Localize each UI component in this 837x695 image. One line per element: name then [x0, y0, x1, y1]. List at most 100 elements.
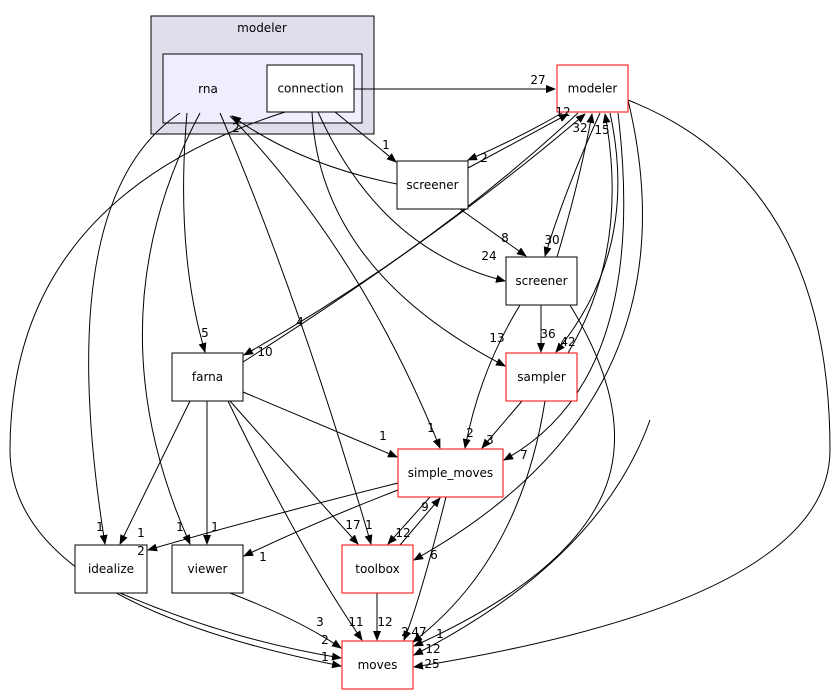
node-label: screener: [515, 274, 567, 288]
edge-rna-to-idealize: [88, 112, 181, 545]
edge-modeler-to-toolbox: [413, 99, 643, 561]
edge-label[interactable]: 3: [316, 615, 324, 629]
edge-label[interactable]: 1: [321, 650, 329, 664]
edge-label[interactable]: 1: [259, 550, 267, 564]
edge-modeler-to-moves: [413, 99, 831, 670]
edge-label[interactable]: 27: [530, 73, 545, 87]
edge-label[interactable]: 3: [486, 433, 494, 447]
edge-label[interactable]: 4: [296, 315, 304, 329]
edge-connection-to-screener2: [317, 111, 506, 283]
node-box[interactable]: [396, 160, 469, 210]
edge-label[interactable]: 9: [421, 500, 429, 514]
node-simple_moves[interactable]: simple_moves: [397, 448, 504, 498]
node-idealize[interactable]: idealize: [74, 544, 148, 594]
node-label: simple_moves: [408, 466, 493, 480]
edge-label[interactable]: 6: [430, 548, 438, 562]
node-connection[interactable]: connection: [266, 64, 355, 113]
node-label: modeler: [568, 82, 618, 96]
edge-label[interactable]: 2: [137, 544, 145, 558]
edge-label[interactable]: 1: [365, 518, 373, 532]
edge-screener2-to-modeler: [556, 113, 595, 258]
edge-label[interactable]: 17: [345, 518, 360, 532]
node-box[interactable]: [266, 64, 355, 113]
edge-screener2-to-simple_moves: [462, 304, 521, 449]
edge-modeler-to-screener2: [543, 112, 601, 257]
edge-label[interactable]: 12: [425, 642, 440, 656]
edge-simple_moves-to-toolbox: [387, 496, 431, 545]
edge-label[interactable]: 47: [411, 625, 426, 639]
edge-label[interactable]: 15: [594, 123, 609, 137]
node-moves[interactable]: moves: [341, 640, 414, 690]
edge-label[interactable]: 2: [321, 633, 329, 647]
edge-label[interactable]: 2: [480, 151, 488, 165]
edge-label[interactable]: 1: [176, 520, 184, 534]
edge-label[interactable]: 1: [379, 429, 387, 443]
edge-sampler-to-moves: [412, 400, 546, 643]
edge-label[interactable]: 12: [377, 615, 392, 629]
node-modeler[interactable]: modeler: [556, 64, 629, 113]
edge-screener2-to-moves: [413, 419, 651, 656]
edge-label[interactable]: 12: [555, 105, 570, 119]
edge-toolbox-to-simple_moves: [399, 497, 441, 546]
edge-label[interactable]: 2: [466, 426, 474, 440]
node-box[interactable]: [171, 544, 244, 594]
edge-screener1-to-rna: [231, 115, 398, 185]
edge-label[interactable]: 1: [382, 138, 390, 152]
cluster-rna-label: rna: [198, 82, 218, 96]
node-farna[interactable]: farna: [171, 352, 244, 402]
edge-label[interactable]: 7: [520, 448, 528, 462]
edge-farna-to-moves: [227, 400, 363, 641]
edge-rna-to-screener1: [334, 111, 397, 163]
node-screener2[interactable]: screener: [505, 256, 578, 306]
edge-screener2-to-moves: [413, 304, 615, 647]
node-box[interactable]: [397, 448, 504, 498]
node-screener1[interactable]: screener: [396, 160, 469, 210]
edge-label[interactable]: 1: [96, 520, 104, 534]
node-box[interactable]: [171, 352, 244, 402]
node-box[interactable]: [556, 64, 629, 113]
edge-modeler-to-simple_moves: [503, 112, 625, 461]
node-viewer[interactable]: viewer: [171, 544, 244, 594]
edge-connection-to-moves: [9, 111, 342, 669]
edge-farna-to-idealize: [119, 400, 191, 545]
edge-farna-to-simple_moves: [242, 391, 398, 458]
edge-label[interactable]: 42: [560, 335, 575, 349]
edge-sampler-to-simple_moves: [481, 400, 523, 449]
node-box[interactable]: [341, 640, 414, 690]
edge-label[interactable]: 1: [211, 520, 219, 534]
edge-label[interactable]: 24: [481, 249, 496, 263]
edge-simple_moves-to-moves: [403, 496, 447, 641]
node-box[interactable]: [505, 256, 578, 306]
node-label: moves: [358, 658, 398, 672]
edge-connection-to-sampler: [311, 111, 506, 367]
edge-label[interactable]: 36: [540, 327, 555, 341]
node-box[interactable]: [341, 544, 414, 594]
edge-simple_moves-to-idealize: [147, 482, 399, 552]
edge-label[interactable]: 2: [401, 625, 409, 639]
node-label: toolbox: [355, 562, 399, 576]
edge-label[interactable]: 12: [395, 526, 410, 540]
node-box[interactable]: [74, 544, 148, 594]
edge-label[interactable]: 30: [544, 233, 559, 247]
node-label: idealize: [88, 562, 134, 576]
node-box[interactable]: [505, 352, 578, 402]
edge-rna-to-toolbox: [219, 112, 373, 545]
node-label: viewer: [188, 562, 228, 576]
edge-idealize-to-moves: [119, 592, 342, 661]
edge-label[interactable]: 10: [257, 345, 272, 359]
edge-label[interactable]: 1: [427, 421, 435, 435]
node-toolbox[interactable]: toolbox: [341, 544, 414, 594]
node-sampler[interactable]: sampler: [505, 352, 578, 402]
edge-label[interactable]: 8: [501, 231, 509, 245]
edge-label[interactable]: 2: [232, 121, 240, 135]
node-label: screener: [406, 178, 458, 192]
edge-label[interactable]: 13: [489, 331, 504, 345]
edge-label[interactable]: 1: [436, 627, 444, 641]
edge-label[interactable]: 11: [348, 615, 363, 629]
edge-label[interactable]: 32: [572, 121, 587, 135]
edge-label[interactable]: 25: [424, 657, 439, 671]
edge-modeler-to-sampler: [555, 112, 619, 353]
edge-label[interactable]: 1: [137, 526, 145, 540]
edge-label[interactable]: 5: [201, 326, 209, 340]
